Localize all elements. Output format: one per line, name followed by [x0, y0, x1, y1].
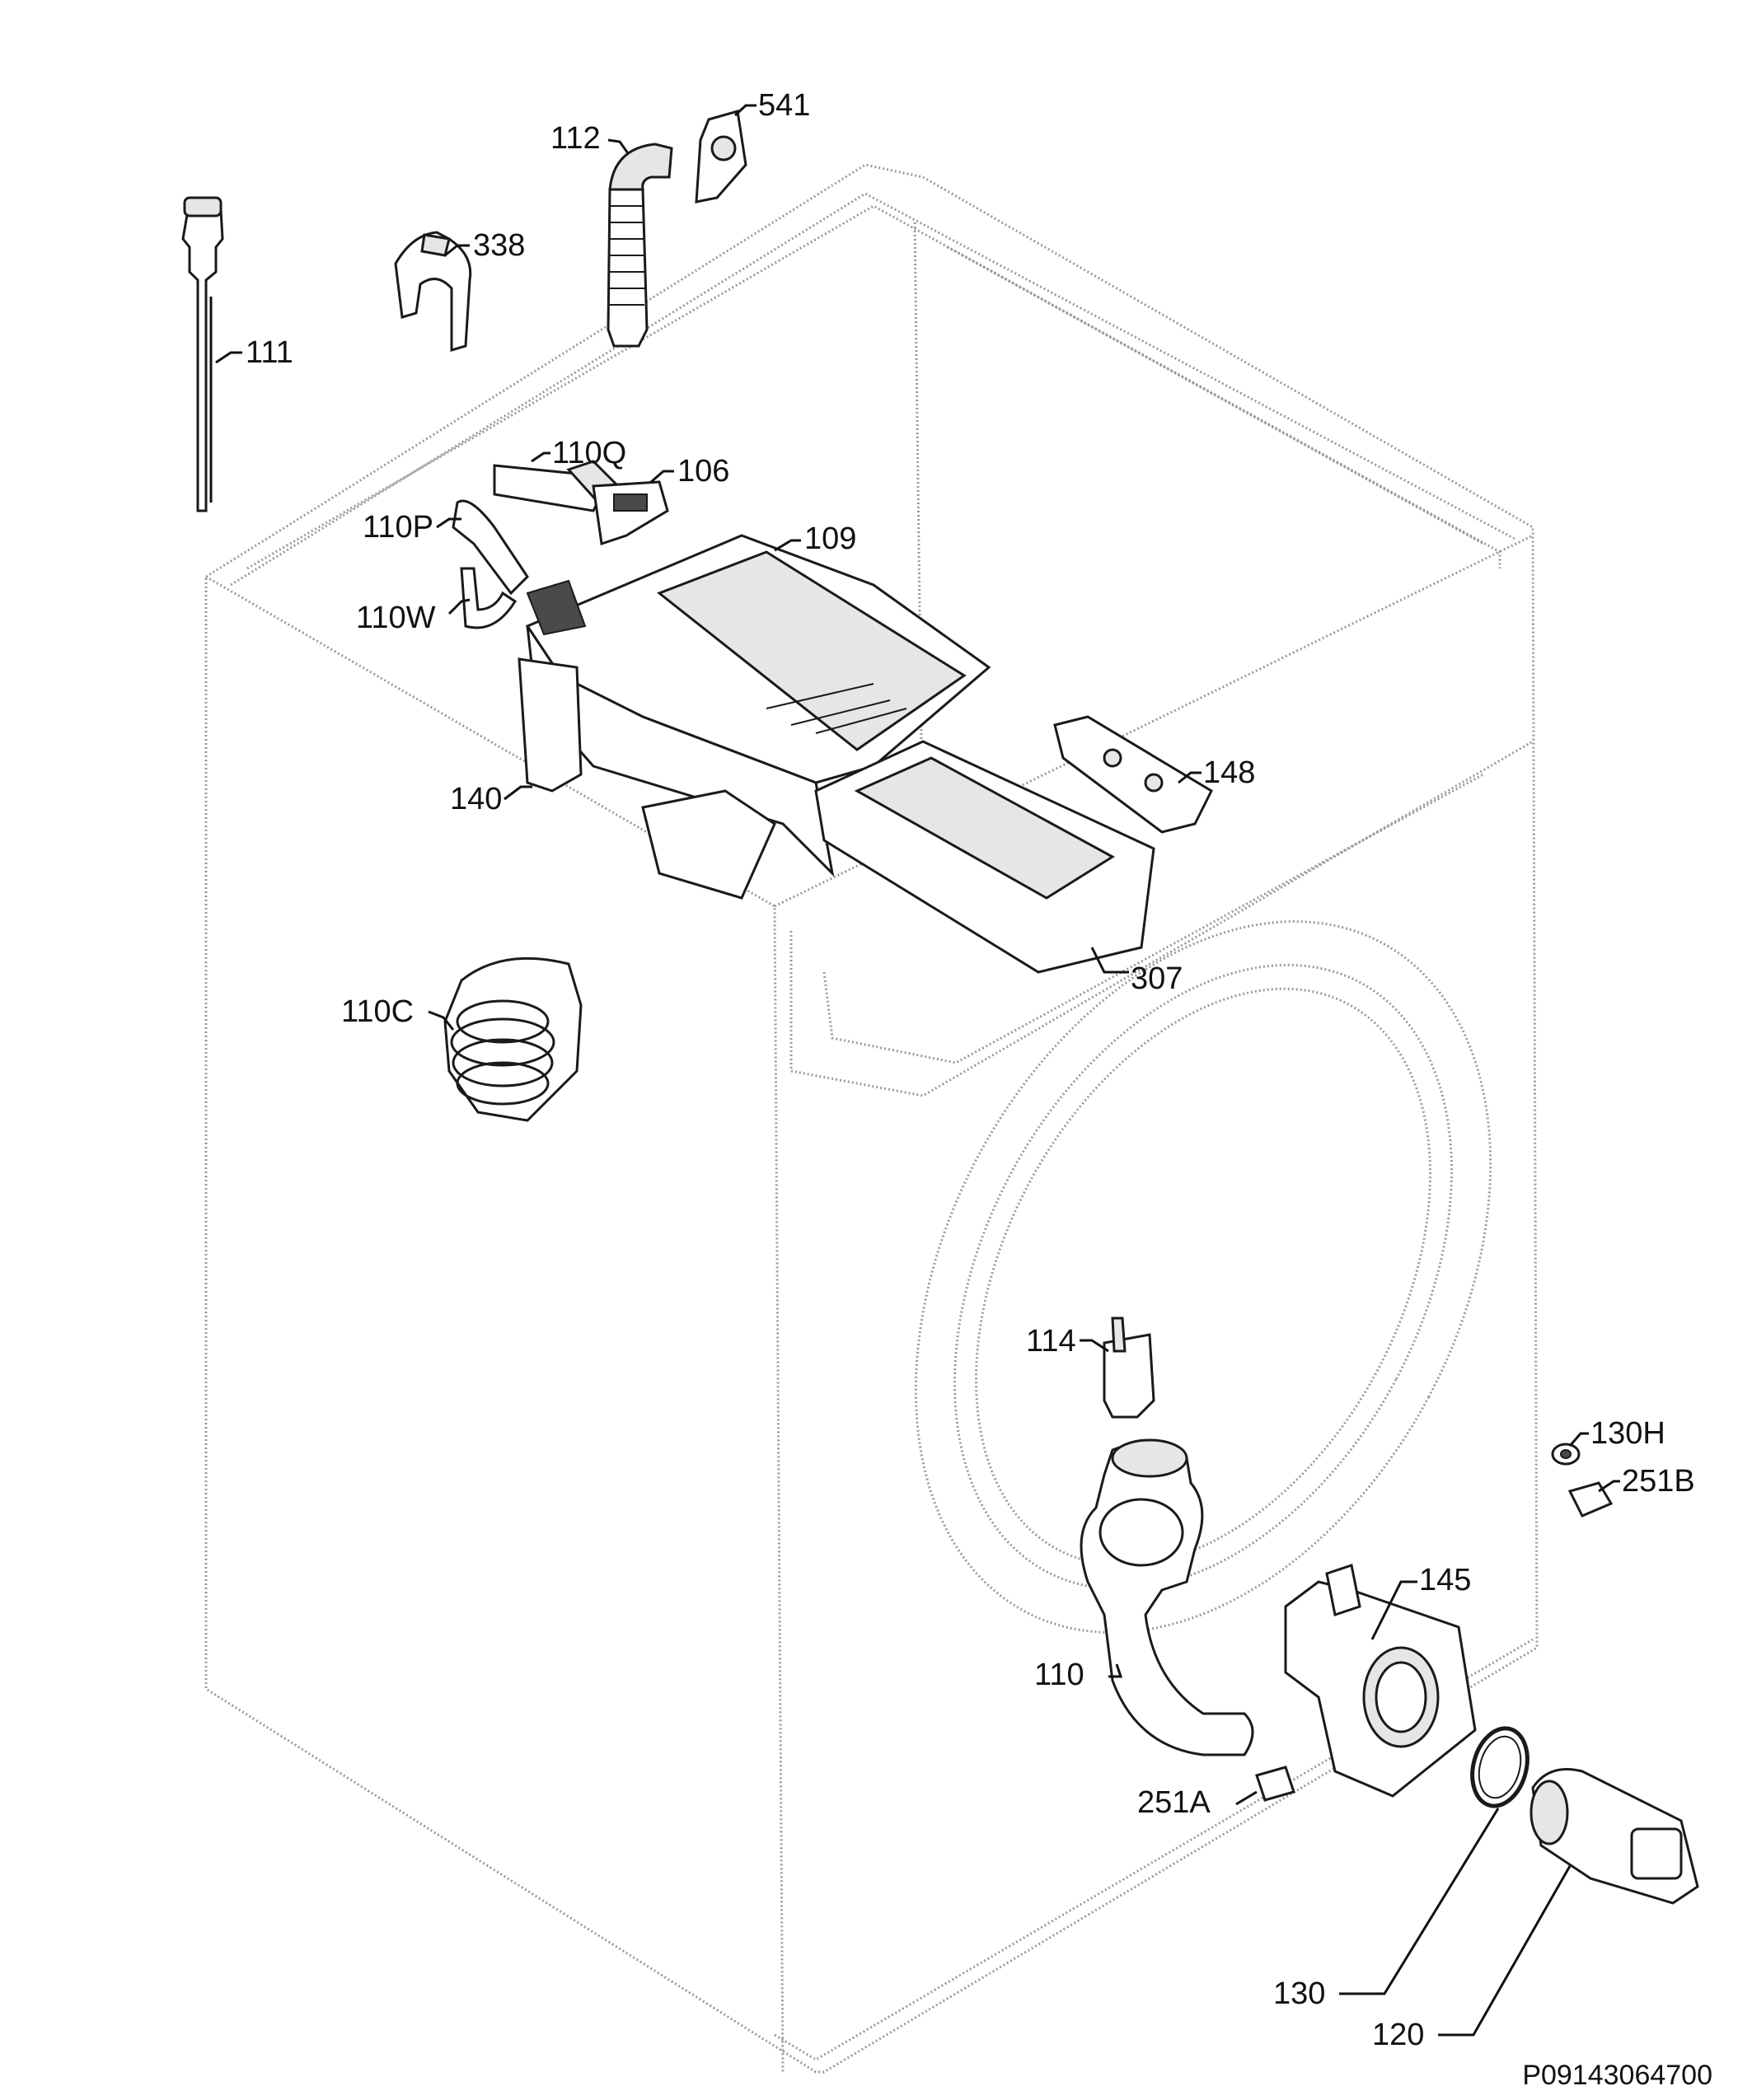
svg-text:110Q: 110Q: [552, 436, 626, 470]
callout-109: 109: [774, 521, 856, 556]
pump-housing-part: [1284, 1564, 1477, 1798]
callout-112: 112: [550, 121, 630, 156]
callout-251b: 251B: [1598, 1464, 1695, 1499]
small-clip-251a-part: [1255, 1766, 1295, 1802]
callout-338: 338: [444, 228, 525, 263]
inlet-valve-part: [592, 480, 669, 545]
svg-text:110W: 110W: [356, 601, 436, 635]
callout-110c: 110C: [341, 994, 455, 1031]
callout-110: 110: [1034, 1658, 1123, 1692]
svg-text:541: 541: [758, 88, 810, 123]
svg-text:120: 120: [1372, 2018, 1424, 2052]
callout-106: 106: [650, 454, 729, 489]
callout-110q: 110Q: [531, 436, 626, 470]
hose-guide-clip-part: [394, 231, 472, 353]
svg-text:148: 148: [1203, 755, 1255, 790]
svg-text:106: 106: [677, 454, 729, 489]
svg-text:307: 307: [1131, 961, 1183, 996]
callout-111: 111: [215, 335, 293, 370]
callout-110p: 110P: [363, 510, 461, 545]
svg-text:338: 338: [473, 228, 525, 263]
filter-gasket-part: [1470, 1726, 1529, 1808]
callout-120: 120: [1372, 1865, 1572, 2052]
svg-text:130: 130: [1273, 1976, 1325, 2011]
callout-148: 148: [1178, 755, 1255, 790]
svg-text:110C: 110C: [341, 994, 414, 1029]
callout-307: 307: [1090, 947, 1183, 996]
callout-110w: 110W: [356, 598, 471, 635]
svg-text:111: 111: [246, 335, 293, 370]
sump-hose-part: [1080, 1438, 1254, 1756]
diagram-code: P09143064700: [1522, 2060, 1712, 2091]
callout-140: 140: [450, 782, 532, 816]
svg-text:130H: 130H: [1590, 1416, 1665, 1451]
svg-text:140: 140: [450, 782, 502, 816]
pressure-sensor-part: [1103, 1317, 1155, 1419]
nut-130h-part: [1551, 1443, 1581, 1466]
drawer-handle-part: [1053, 715, 1213, 834]
svg-text:110: 110: [1034, 1658, 1084, 1692]
callout-130: 130: [1273, 1808, 1500, 2011]
svg-text:110P: 110P: [363, 510, 433, 545]
detergent-drawer-part: [814, 740, 1155, 974]
svg-text:114: 114: [1026, 1324, 1076, 1359]
inlet-hose-part: [181, 196, 224, 512]
callout-251a: 251A: [1137, 1785, 1258, 1820]
svg-text:145: 145: [1419, 1563, 1471, 1597]
bellow-hose-part: [443, 956, 583, 1122]
svg-text:109: 109: [804, 521, 856, 556]
callout-541: 541: [733, 88, 810, 123]
bracket-part: [695, 110, 747, 203]
dispenser-housing-part: [518, 534, 991, 900]
svg-text:251B: 251B: [1622, 1464, 1695, 1499]
svg-text:251A: 251A: [1137, 1785, 1211, 1820]
drain-filter-part: [1529, 1768, 1699, 1905]
callout-130h: 130H: [1568, 1416, 1665, 1451]
callout-145: 145: [1370, 1563, 1471, 1640]
drain-hose-bend-part: [607, 143, 673, 348]
callout-114: 114: [1026, 1324, 1109, 1359]
svg-text:112: 112: [550, 121, 601, 156]
